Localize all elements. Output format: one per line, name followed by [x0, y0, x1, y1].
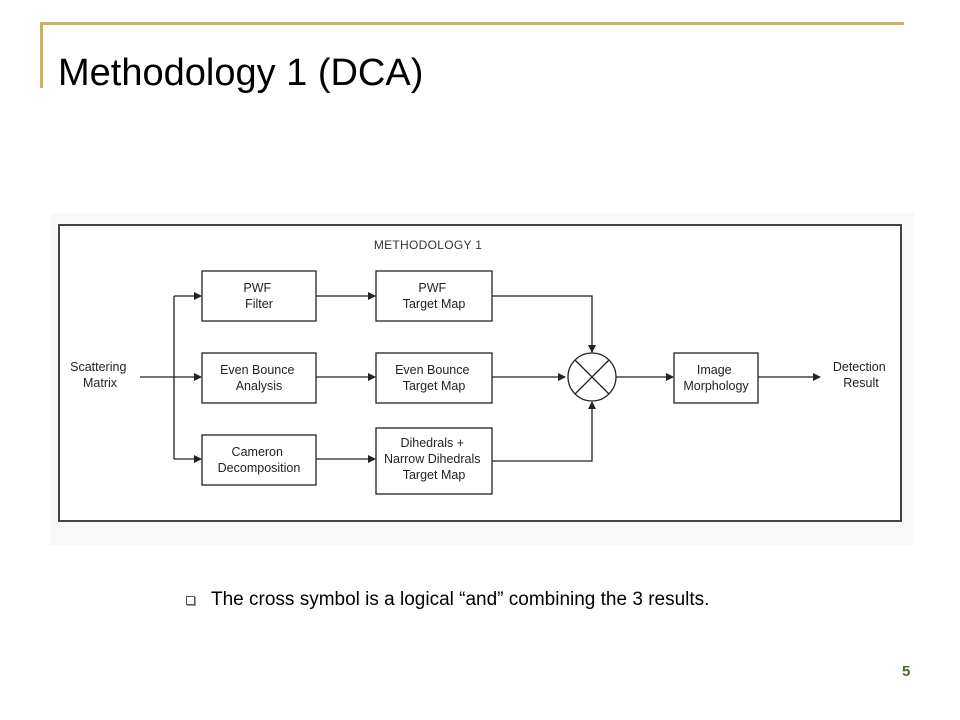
even-bounce-target-map-box: Even Bounce Target Map [375, 352, 493, 404]
svg-text:Cameron Decomposition: Cameron Decomposition [218, 445, 301, 475]
output-label: Detection Result [833, 360, 889, 390]
cameron-decomposition-box: Cameron Decomposition [201, 434, 317, 486]
and-combiner-cross-icon [567, 352, 617, 402]
stage-two-arrows [492, 295, 596, 462]
input-label: Scattering Matrix [70, 360, 130, 390]
svg-text:Even Bounce Analysis: Even Bounce Analysis [220, 363, 298, 393]
page-number: 5 [902, 663, 911, 680]
image-morphology-box: Image Morphology [673, 352, 759, 404]
slide-title: Methodology 1 (DCA) [58, 52, 424, 94]
svg-text:PWF Target Map: PWF Target Map [403, 281, 466, 311]
even-bounce-analysis-box: Even Bounce Analysis [201, 352, 317, 404]
bullet-item: The cross symbol is a logical “and” comb… [186, 589, 709, 611]
svg-text:Image Morphology: Image Morphology [683, 363, 749, 393]
pwf-target-map-box: PWF Target Map [375, 270, 493, 322]
methodology-diagram: METHODOLOGY 1 Scattering Matrix Detectio… [50, 213, 914, 545]
bullet-text: The cross symbol is a logical “and” comb… [211, 589, 710, 610]
diagram-title: METHODOLOGY 1 [374, 238, 482, 252]
input-connectors [140, 292, 202, 463]
svg-text:Even Bounce Target Map: Even Bounce Target Map [395, 363, 473, 393]
frame-top-line [40, 22, 904, 25]
frame-left-line [40, 22, 43, 88]
dihedrals-target-map-box: Dihedrals + Narrow Dihedrals Target Map [375, 427, 493, 495]
svg-text:Dihedrals + Narrow Dih: Dihedrals + Narrow Dihedrals Target Map [384, 436, 484, 482]
stage-one-arrows [316, 292, 376, 463]
square-bullet-icon [186, 595, 195, 605]
pwf-filter-box: PWF Filter [201, 270, 317, 322]
diagram-svg: METHODOLOGY 1 Scattering Matrix Detectio… [58, 224, 902, 522]
svg-text:PWF Filter: PWF Filter [243, 281, 274, 311]
